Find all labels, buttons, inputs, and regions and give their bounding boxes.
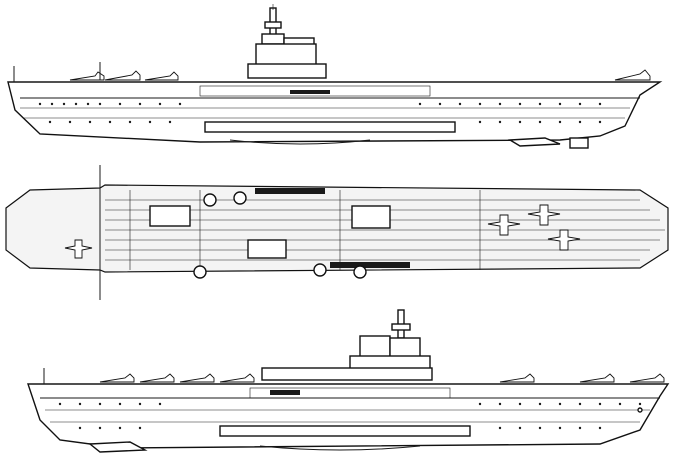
island-superstructure-icon bbox=[247, 4, 327, 79]
flight-deck-outline bbox=[5, 184, 669, 273]
hull-outline-bottom bbox=[27, 383, 670, 449]
aircraft-icon-plan bbox=[64, 204, 581, 259]
elevator-mid bbox=[247, 239, 287, 259]
portholes-bottom bbox=[58, 402, 642, 430]
side-elevation-top bbox=[7, 4, 663, 149]
elevator-aft bbox=[351, 205, 391, 229]
hull-outline-top bbox=[7, 81, 663, 143]
portholes-top bbox=[38, 102, 602, 124]
aircraft-icon bbox=[69, 69, 651, 81]
mast-icon bbox=[261, 309, 433, 381]
aircraft-icon-bottom bbox=[99, 373, 665, 383]
elevator-forward bbox=[149, 205, 191, 227]
plan-view bbox=[5, 165, 669, 300]
side-elevation-bottom bbox=[27, 309, 670, 453]
anchor-icon bbox=[637, 407, 643, 413]
